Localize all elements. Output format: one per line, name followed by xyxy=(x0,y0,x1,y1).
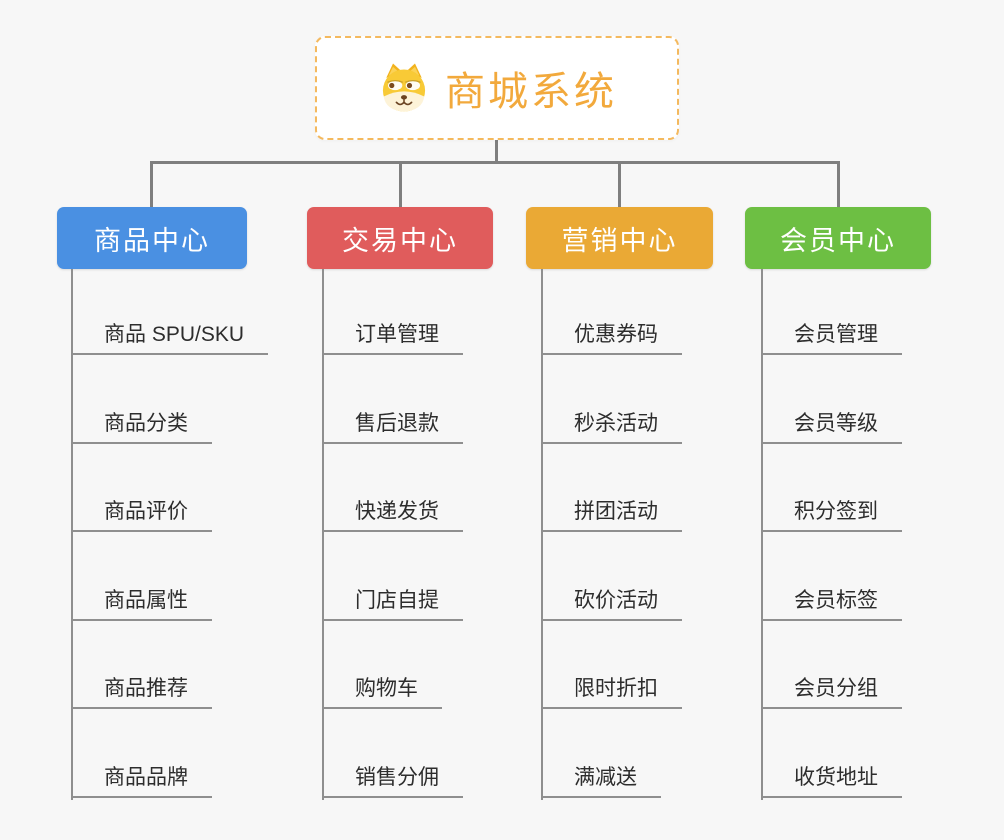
connector-drop-trade xyxy=(399,161,402,208)
branch-node-trade-center[interactable]: 交易中心 xyxy=(307,207,493,269)
branch-node-product-center[interactable]: 商品中心 xyxy=(57,207,247,269)
branch-label: 商品中心 xyxy=(94,225,210,256)
connector-root-vertical xyxy=(495,139,498,163)
child-topic[interactable]: 售后退款 xyxy=(322,410,463,444)
child-topic[interactable]: 商品属性 xyxy=(71,587,212,621)
branch-label: 营销中心 xyxy=(561,225,678,256)
child-topic[interactable]: 会员等级 xyxy=(761,410,902,444)
trunk-line-member xyxy=(761,269,763,800)
child-topic[interactable]: 会员标签 xyxy=(761,587,902,621)
dog-face-icon xyxy=(377,61,431,115)
child-topic[interactable]: 满减送 xyxy=(541,764,661,798)
child-topic[interactable]: 门店自提 xyxy=(322,587,463,621)
child-topic[interactable]: 积分签到 xyxy=(761,498,902,532)
branch-label: 交易中心 xyxy=(342,225,458,256)
child-topic[interactable]: 秒杀活动 xyxy=(541,410,682,444)
child-topic[interactable]: 商品评价 xyxy=(71,498,212,532)
child-topic[interactable]: 会员管理 xyxy=(761,321,902,355)
child-topic[interactable]: 优惠券码 xyxy=(541,321,682,355)
child-topic[interactable]: 会员分组 xyxy=(761,675,902,709)
child-topic[interactable]: 拼团活动 xyxy=(541,498,682,532)
root-node[interactable]: 商城系统 xyxy=(315,36,679,140)
connector-drop-marketing xyxy=(618,161,621,208)
connector-drop-member xyxy=(837,161,840,208)
child-topic[interactable]: 砍价活动 xyxy=(541,587,682,621)
trunk-line-product xyxy=(71,269,73,800)
child-topic[interactable]: 订单管理 xyxy=(322,321,463,355)
child-topic[interactable]: 商品品牌 xyxy=(71,764,212,798)
connector-horizontal-bus xyxy=(150,161,840,164)
branch-node-member-center[interactable]: 会员中心 xyxy=(745,207,931,269)
branch-node-marketing-center[interactable]: 营销中心 xyxy=(526,207,713,269)
child-topic[interactable]: 快递发货 xyxy=(322,498,463,532)
child-topic[interactable]: 商品分类 xyxy=(71,410,212,444)
root-node-label: 商城系统 xyxy=(445,70,617,114)
child-topic[interactable]: 收货地址 xyxy=(761,764,902,798)
child-topic[interactable]: 商品推荐 xyxy=(71,675,212,709)
branch-label: 会员中心 xyxy=(780,225,896,256)
child-topic[interactable]: 购物车 xyxy=(322,675,442,709)
child-topic[interactable]: 商品 SPU/SKU xyxy=(71,321,269,355)
child-topic[interactable]: 限时折扣 xyxy=(541,675,682,709)
child-topic[interactable]: 销售分佣 xyxy=(322,764,463,798)
trunk-line-marketing xyxy=(541,269,543,800)
trunk-line-trade xyxy=(322,269,324,800)
connector-drop-product xyxy=(150,161,153,208)
